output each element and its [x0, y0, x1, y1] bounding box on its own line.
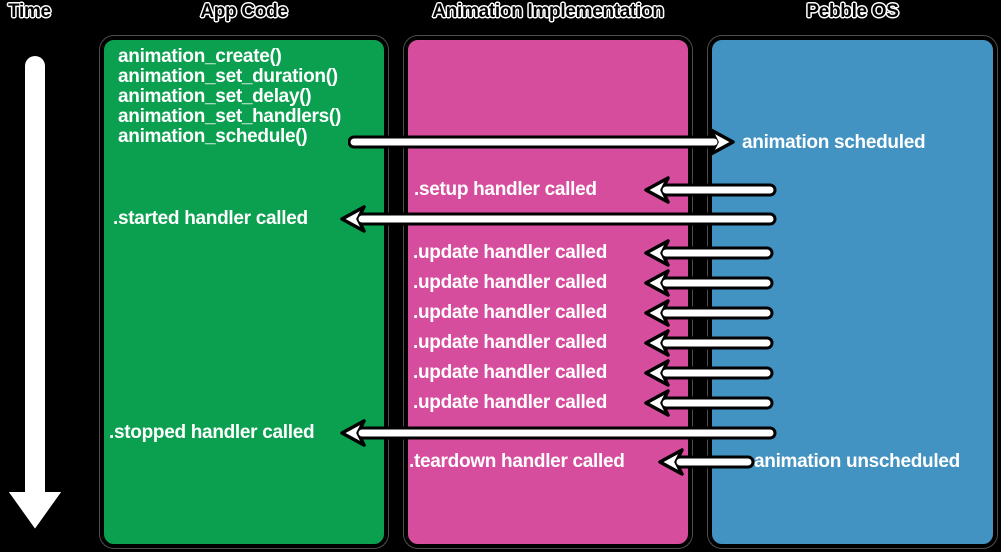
event-update-handler: .update handler called [413, 332, 608, 353]
pebble-os-box [708, 36, 997, 548]
time-down-arrow-icon [3, 52, 67, 534]
column-title-animation-implementation: Animation Implementation [432, 1, 664, 22]
arrow-update-left-icon [644, 359, 774, 387]
function-call: animation_create() [118, 46, 282, 67]
event-stopped-handler: .stopped handler called [109, 422, 315, 443]
event-update-handler: .update handler called [413, 302, 608, 323]
function-call: animation_set_delay() [118, 86, 312, 107]
animation-implementation-box [404, 36, 692, 548]
function-call: animation_set_handlers() [118, 106, 341, 127]
event-update-handler: .update handler called [413, 242, 608, 263]
arrow-schedule-right-icon [348, 128, 735, 156]
app-code-box [100, 36, 388, 548]
function-call: animation_set_duration() [118, 66, 338, 87]
function-call: animation_schedule() [118, 126, 308, 147]
event-setup-handler: .setup handler called [414, 179, 597, 200]
column-title-pebble-os: Pebble OS [806, 1, 899, 22]
event-update-handler: .update handler called [413, 392, 608, 413]
event-animation-unscheduled: animation unscheduled [754, 451, 960, 472]
time-axis-title: Time [8, 1, 51, 22]
column-title-app-code: App Code [200, 1, 288, 22]
arrow-update-left-icon [644, 269, 774, 297]
event-animation-scheduled: animation scheduled [742, 132, 926, 153]
arrow-stopped-left-icon [340, 419, 777, 447]
arrow-update-left-icon [644, 299, 774, 327]
arrow-update-left-icon [644, 239, 774, 267]
arrow-teardown-left-icon [658, 448, 755, 476]
arrow-setup-left-icon [644, 176, 777, 204]
arrow-update-left-icon [644, 389, 774, 417]
arrow-started-left-icon [340, 205, 777, 233]
event-update-handler: .update handler called [413, 362, 608, 383]
event-update-handler: .update handler called [413, 272, 608, 293]
event-started-handler: .started handler called [113, 208, 308, 229]
app-code-function-list: animation_create() animation_set_duratio… [118, 47, 341, 147]
event-teardown-handler: .teardown handler called [409, 451, 625, 472]
arrow-update-left-icon [644, 329, 774, 357]
